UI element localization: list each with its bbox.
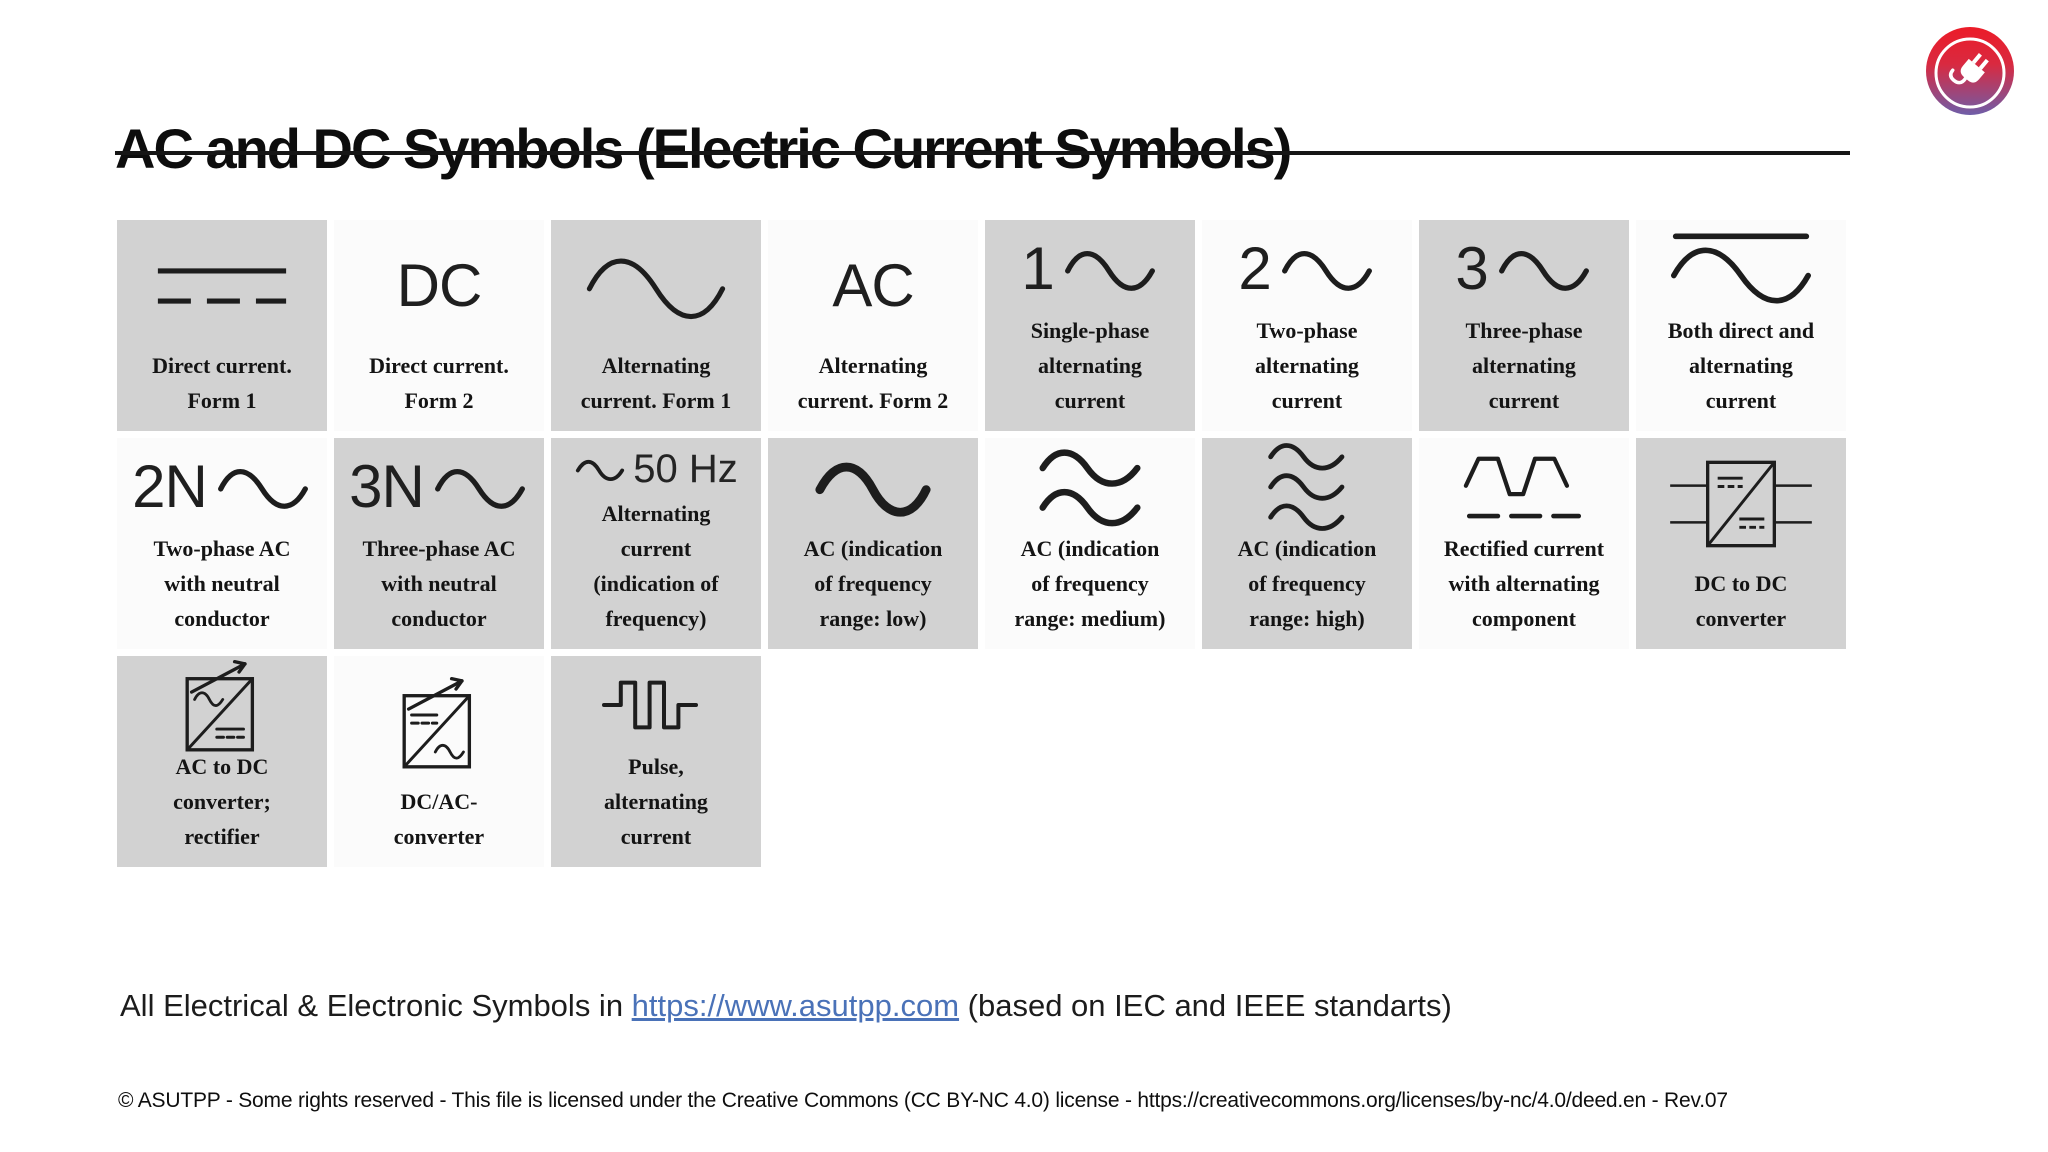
symbol-label: AC to DC converter; rectifier bbox=[173, 754, 271, 849]
symbol-cell-r3c1: AC to DC converter; rectifier bbox=[117, 656, 327, 867]
symbol-cell-r2c3: 50 Hz Alternating current (indication of … bbox=[551, 438, 761, 649]
symbol-cell-r1c4: AC Alternating current. Form 2 bbox=[768, 220, 978, 431]
symbol-label: DC/AC- converter bbox=[393, 789, 485, 849]
symbol-label: Both direct and alternating current bbox=[1667, 318, 1815, 413]
ac-letters: AC bbox=[772, 224, 974, 348]
plug-icon bbox=[1948, 53, 1989, 85]
sine-icon bbox=[555, 224, 757, 348]
symbol-cell-r2c1: 2N Two-phase AC with neutral conductor bbox=[117, 438, 327, 649]
symbol-label: Three-phase alternating current bbox=[1465, 318, 1583, 413]
symbol-label: DC to DC converter bbox=[1694, 571, 1788, 631]
symbol-label: AC (indication of frequency range: low) bbox=[803, 536, 943, 631]
pulse-icon bbox=[555, 660, 757, 749]
symbol-label: Pulse, alternating current bbox=[604, 754, 708, 849]
dc-form1-icon bbox=[121, 224, 323, 348]
one-phase-sine-icon: 1 bbox=[989, 224, 1191, 313]
symbol-cell-r1c8: Both direct and alternating current bbox=[1636, 220, 1846, 431]
page-title: AC and DC Symbols (Electric Current Symb… bbox=[115, 116, 1292, 180]
dc-letters: DC bbox=[396, 252, 483, 319]
three-phase-sine-icon: 3 bbox=[1423, 224, 1625, 313]
title-underline bbox=[115, 151, 1850, 155]
symbol-cell-r2c5: AC (indication of frequency range: mediu… bbox=[985, 438, 1195, 649]
three-n-sine-icon: 3N bbox=[338, 442, 540, 531]
license-footer: © ASUTPP - Some rights reserved - This f… bbox=[118, 1089, 1728, 1112]
symbol-label: Alternating current (indication of frequ… bbox=[593, 501, 719, 631]
phase-count-glyph: 3 bbox=[1455, 234, 1488, 302]
asutpp-plug-logo bbox=[1926, 27, 2014, 115]
dcdc-converter-icon bbox=[1640, 442, 1842, 566]
symbol-cell-r2c4: AC (indication of frequency range: low) bbox=[768, 438, 978, 649]
freq-50hz-icon: 50 Hz bbox=[555, 442, 757, 496]
symbol-label: AC (indication of frequency range: high) bbox=[1237, 536, 1377, 631]
symbol-label: Single-phase alternating current bbox=[1030, 318, 1150, 413]
sine-bold-icon bbox=[772, 442, 974, 531]
symbol-cell-r3c2: DC/AC- converter bbox=[334, 656, 544, 867]
phase-count-glyph: 2N bbox=[132, 452, 208, 520]
note-prefix: All Electrical & Electronic Symbols in bbox=[120, 988, 632, 1023]
phase-count-glyph: 1 bbox=[1021, 234, 1054, 302]
symbol-label: AC (indication of frequency range: mediu… bbox=[1014, 536, 1166, 631]
symbol-cell-r1c3: Alternating current. Form 1 bbox=[551, 220, 761, 431]
symbol-cell-r2c6: AC (indication of frequency range: high) bbox=[1202, 438, 1412, 649]
symbol-label: Alternating current. Form 1 bbox=[580, 353, 732, 413]
symbol-grid: Direct current. Form 1 DC Direct current. … bbox=[117, 220, 1846, 867]
note-suffix: (based on IEC and IEEE standarts) bbox=[959, 988, 1452, 1023]
sine-triple-icon bbox=[1206, 442, 1408, 531]
phase-count-glyph: 3N bbox=[349, 452, 425, 520]
sine-double-icon bbox=[989, 442, 1191, 531]
two-n-sine-icon: 2N bbox=[121, 442, 323, 531]
asutpp-link[interactable]: https://www.asutpp.com bbox=[631, 988, 960, 1023]
two-phase-sine-icon: 2 bbox=[1206, 224, 1408, 313]
frequency-value: 50 Hz bbox=[633, 447, 738, 491]
symbol-cell-r2c8: DC to DC converter bbox=[1636, 438, 1846, 649]
symbol-cell-r1c2: DC Direct current. Form 2 bbox=[334, 220, 544, 431]
symbol-label: Two-phase AC with neutral conductor bbox=[153, 536, 291, 631]
dcac-converter-icon bbox=[338, 660, 540, 784]
line-over-sine-icon bbox=[1640, 224, 1842, 313]
symbol-label: Direct current. Form 2 bbox=[369, 353, 509, 413]
symbol-label: Rectified current with alternating compo… bbox=[1443, 536, 1605, 631]
symbol-cell-r1c1: Direct current. Form 1 bbox=[117, 220, 327, 431]
dc-letters: DC bbox=[338, 224, 540, 348]
acdc-converter-icon bbox=[121, 659, 323, 751]
symbol-cell-r2c2: 3N Three-phase AC with neutral conductor bbox=[334, 438, 544, 649]
rectified-icon bbox=[1423, 442, 1625, 531]
symbol-label: Direct current. Form 1 bbox=[152, 353, 292, 413]
bottom-note: All Electrical & Electronic Symbols in h… bbox=[120, 988, 1452, 1024]
symbol-label: Two-phase alternating current bbox=[1255, 318, 1359, 413]
symbol-label: Alternating current. Form 2 bbox=[797, 353, 949, 413]
symbol-cell-r2c7: Rectified current with alternating compo… bbox=[1419, 438, 1629, 649]
phase-count-glyph: 2 bbox=[1238, 234, 1271, 302]
symbol-label: Three-phase AC with neutral conductor bbox=[362, 536, 516, 631]
symbol-cell-r3c3: Pulse, alternating current bbox=[551, 656, 761, 867]
ac-letters: AC bbox=[832, 252, 914, 319]
